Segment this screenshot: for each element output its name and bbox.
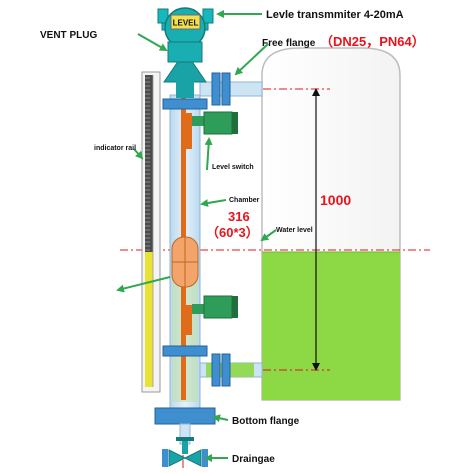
transmitter-head: LEVEL bbox=[157, 7, 214, 98]
upper-nozzle bbox=[199, 72, 263, 106]
drain-label: Draingae bbox=[232, 454, 275, 465]
bottom-flange-label: Bottom flange bbox=[232, 416, 300, 427]
dimension-label: 1000 bbox=[320, 192, 351, 208]
indicator-rail-label: indicator rail bbox=[94, 145, 136, 152]
float bbox=[171, 236, 199, 288]
labels: Levle transmmiter 4-20mA VENT PLUG Free … bbox=[40, 9, 425, 465]
tank-liquid bbox=[262, 252, 400, 400]
flange-spec-label: （DN25，PN64） bbox=[320, 34, 425, 49]
callout-arrows bbox=[116, 10, 277, 462]
arrow-indicator-rail bbox=[133, 148, 144, 160]
indicator-level bbox=[145, 252, 153, 387]
drain-valve bbox=[162, 423, 208, 467]
water-level-label: Water level bbox=[276, 227, 313, 234]
size-label: （60*3） bbox=[206, 225, 259, 240]
transmitter-display-text: LEVEL bbox=[173, 19, 199, 28]
free-flange-label: Free flange bbox=[262, 38, 316, 49]
arrow-bottom-flange bbox=[212, 414, 229, 423]
indicator-rail bbox=[141, 71, 161, 393]
vent-plug-label: VENT PLUG bbox=[40, 30, 97, 41]
level-switch-upper bbox=[186, 111, 238, 149]
material-label: 316 bbox=[228, 209, 250, 224]
arrow-level-switch bbox=[204, 137, 213, 171]
arrow-free-flange bbox=[234, 43, 269, 76]
transmitter-label: Levle transmmiter 4-20mA bbox=[266, 9, 404, 21]
lower-nozzle bbox=[199, 353, 263, 387]
arrow-chamber bbox=[200, 199, 227, 207]
level-switch-lower bbox=[186, 295, 238, 335]
level-switch-label: Level switch bbox=[212, 164, 254, 171]
arrow-vent-plug bbox=[137, 33, 168, 51]
tank bbox=[261, 47, 401, 401]
arrow-float bbox=[116, 276, 171, 293]
indicator-scale bbox=[145, 75, 153, 387]
transmitter-display bbox=[170, 14, 201, 30]
arrow-water-level bbox=[260, 229, 277, 242]
chamber-label: Chamber bbox=[229, 197, 260, 204]
